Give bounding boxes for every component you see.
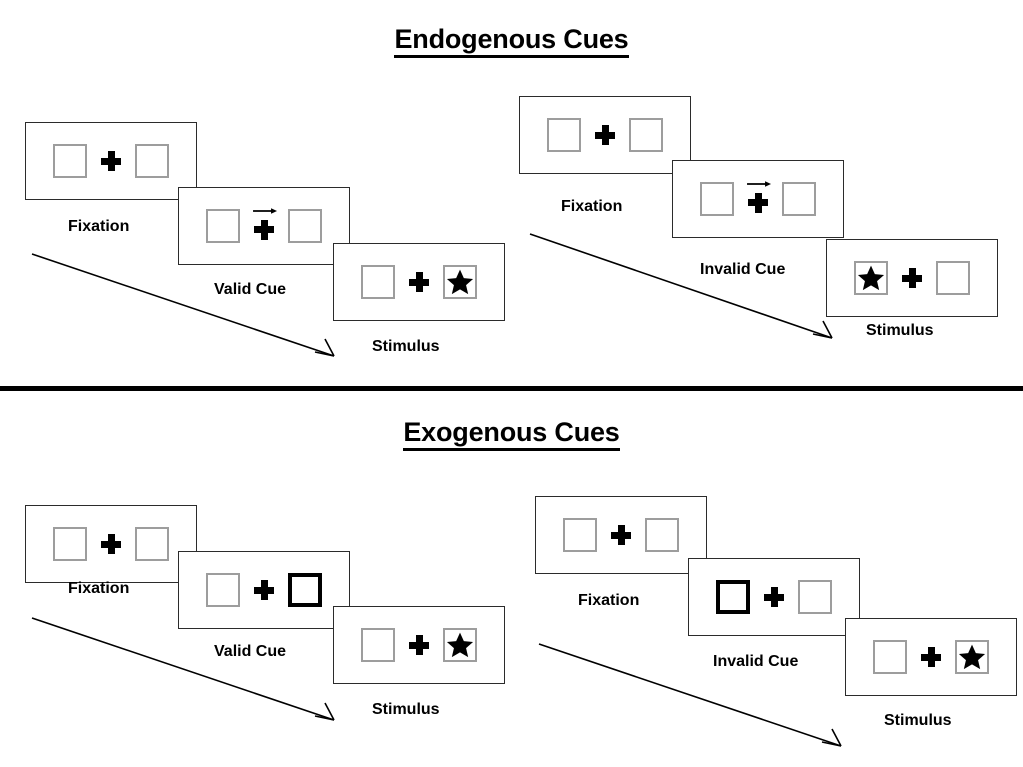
target-box-right [629, 118, 663, 152]
star-icon [857, 265, 885, 291]
fixation-plus-icon [101, 534, 121, 554]
panel-exogenous-invalid-stimulus[interactable] [845, 618, 1017, 696]
panel-exogenous-valid-stimulus[interactable] [333, 606, 505, 684]
stage-label-stimulus: Stimulus [884, 712, 952, 729]
fixation-plus-icon [921, 647, 941, 667]
target-box-left [53, 527, 87, 561]
fixation-plus-wrap [595, 118, 615, 152]
fixation-plus-icon [101, 151, 121, 171]
target-box-right [443, 265, 477, 299]
arrow-right-icon [747, 181, 772, 187]
target-box-right [936, 261, 970, 295]
stage-label-fixation: Fixation [561, 198, 623, 215]
fixation-plus-icon [254, 580, 274, 600]
target-box-left [563, 518, 597, 552]
fixation-plus-wrap [409, 265, 429, 299]
target-box-left [361, 265, 395, 299]
stage-label-stimulus: Stimulus [372, 338, 440, 355]
stage-label-valid-cue: Valid Cue [214, 281, 287, 298]
fixation-plus-icon [595, 125, 615, 145]
fixation-plus-wrap [253, 208, 278, 243]
fixation-plus-wrap [764, 580, 784, 614]
section-title-exogenous: Exogenous Cues [0, 417, 1023, 451]
fixation-plus-icon [611, 525, 631, 545]
target-box-left [700, 182, 734, 216]
fixation-plus-icon [409, 635, 429, 655]
target-box-left [53, 144, 87, 178]
target-box-right [288, 573, 322, 607]
fixation-plus-icon [902, 268, 922, 288]
fixation-plus-wrap [902, 261, 922, 295]
panel-endogenous-valid-fixation[interactable] [25, 122, 197, 200]
target-box-left [361, 628, 395, 662]
arrow-right-icon [253, 208, 278, 214]
fixation-plus-wrap [747, 181, 772, 216]
target-box-left [716, 580, 750, 614]
target-box-right [798, 580, 832, 614]
section-title-endogenous: Endogenous Cues [0, 24, 1023, 58]
target-box-right [135, 527, 169, 561]
panel-exogenous-valid-fixation[interactable] [25, 505, 197, 583]
fixation-plus-icon [254, 219, 274, 240]
stage-label-invalid-cue: Invalid Cue [713, 653, 799, 670]
star-icon [446, 632, 474, 658]
section-title-exogenous-text: Exogenous Cues [403, 417, 620, 451]
target-box-right [443, 628, 477, 662]
fixation-plus-icon [764, 587, 784, 607]
star-icon [958, 644, 986, 670]
star-icon [446, 269, 474, 295]
time-arrow-icon [31, 253, 335, 357]
target-box-right [288, 209, 322, 243]
stage-label-fixation: Fixation [68, 580, 130, 597]
panel-exogenous-invalid-cue[interactable] [688, 558, 860, 636]
target-box-right [955, 640, 989, 674]
section-title-endogenous-text: Endogenous Cues [394, 24, 629, 58]
stage-label-fixation: Fixation [578, 592, 640, 609]
fixation-plus-icon [409, 272, 429, 292]
panel-endogenous-invalid-fixation[interactable] [519, 96, 691, 174]
time-arrow-icon [31, 617, 335, 721]
panel-endogenous-valid-stimulus[interactable] [333, 243, 505, 321]
stage-label-stimulus: Stimulus [866, 322, 934, 339]
fixation-plus-wrap [409, 628, 429, 662]
target-box-left [873, 640, 907, 674]
panel-endogenous-invalid-stimulus[interactable] [826, 239, 998, 317]
target-box-left [206, 573, 240, 607]
stage-label-invalid-cue: Invalid Cue [700, 261, 786, 278]
fixation-plus-wrap [254, 573, 274, 607]
fixation-plus-icon [748, 192, 768, 213]
target-box-right [135, 144, 169, 178]
fixation-plus-wrap [611, 518, 631, 552]
target-box-right [782, 182, 816, 216]
time-arrow-icon [538, 643, 842, 747]
stage-label-valid-cue: Valid Cue [214, 643, 287, 660]
panel-exogenous-valid-cue[interactable] [178, 551, 350, 629]
stage-label-fixation: Fixation [68, 218, 130, 235]
section-divider [0, 386, 1023, 391]
fixation-plus-wrap [101, 144, 121, 178]
panel-exogenous-invalid-fixation[interactable] [535, 496, 707, 574]
fixation-plus-wrap [921, 640, 941, 674]
time-arrow-icon [529, 233, 833, 339]
target-box-left [547, 118, 581, 152]
fixation-plus-wrap [101, 527, 121, 561]
target-box-right [645, 518, 679, 552]
panel-endogenous-valid-cue[interactable] [178, 187, 350, 265]
target-box-left [206, 209, 240, 243]
target-box-left [854, 261, 888, 295]
stage-label-stimulus: Stimulus [372, 701, 440, 718]
panel-endogenous-invalid-cue[interactable] [672, 160, 844, 238]
